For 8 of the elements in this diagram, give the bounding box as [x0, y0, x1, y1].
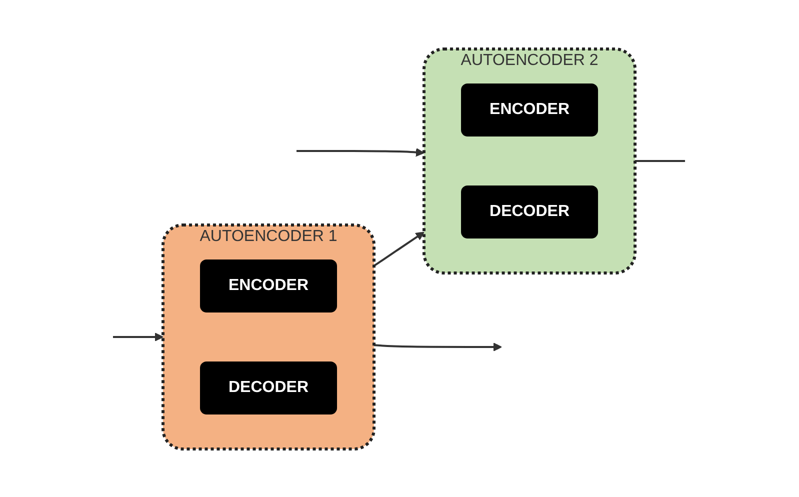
node-box: ENCODER [462, 83, 599, 136]
node-box: DECODER [462, 185, 599, 238]
arrow [297, 147, 425, 156]
arrow [113, 332, 164, 341]
node-box: DECODER [200, 361, 338, 414]
arrow [374, 231, 425, 266]
arrow [374, 342, 502, 351]
node-box: ENCODER [200, 259, 338, 312]
